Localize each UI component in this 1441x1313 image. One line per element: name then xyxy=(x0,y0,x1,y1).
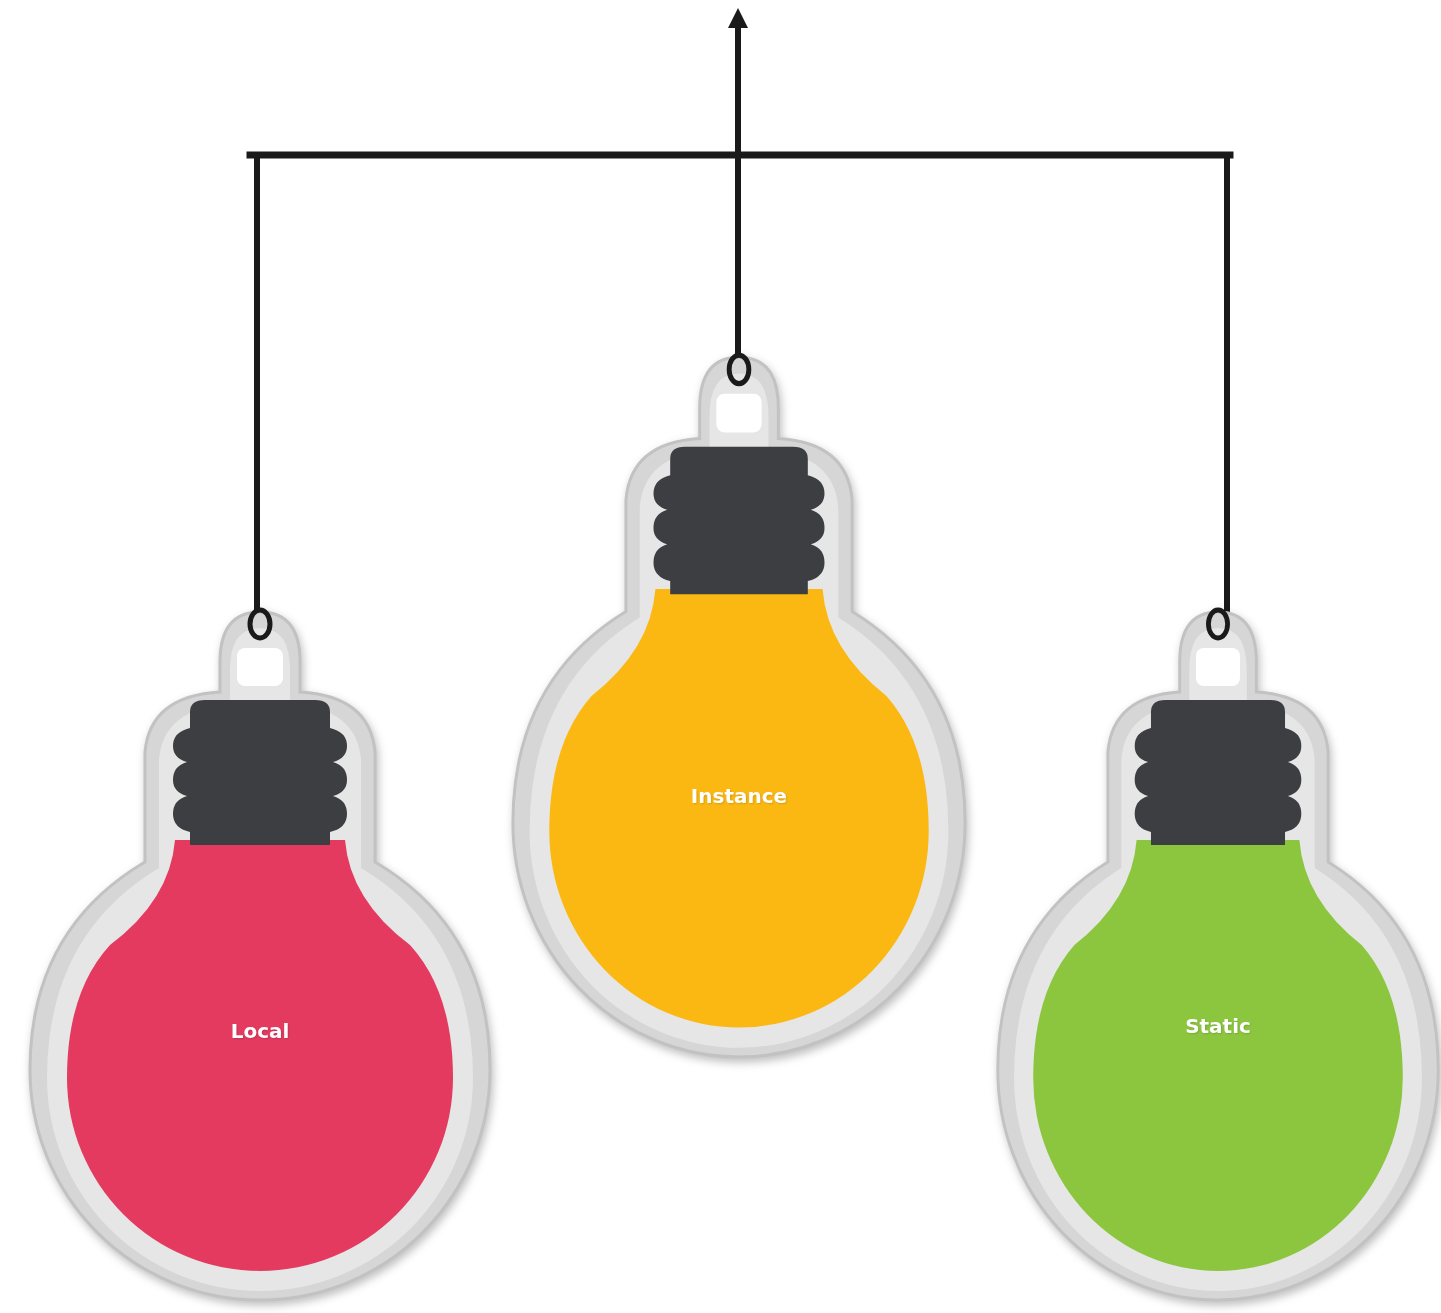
screw-base xyxy=(653,447,824,594)
sticker-outline xyxy=(998,612,1438,1300)
sticker-inner xyxy=(1014,628,1422,1291)
hook-ring xyxy=(729,355,749,383)
screw-base xyxy=(1135,700,1302,845)
bulb-glass xyxy=(549,589,928,1027)
bulb-label: Instance xyxy=(508,785,970,807)
socket-tab xyxy=(237,648,283,686)
bulb-node: Static xyxy=(993,600,1441,1300)
sticker-inner xyxy=(530,373,949,1047)
bulb-shape xyxy=(993,600,1441,1300)
bulb-shape xyxy=(508,345,970,1057)
bulb-label: Local xyxy=(25,1020,495,1042)
sticker-outline xyxy=(30,612,490,1300)
screw-base xyxy=(173,700,347,845)
bulb-glass xyxy=(1033,840,1403,1271)
hanger-wire xyxy=(254,155,260,612)
bulb-glass xyxy=(67,840,453,1271)
hanger-wire xyxy=(735,155,741,355)
bulb-node: Local xyxy=(25,600,495,1300)
bulb-label: Static xyxy=(993,1015,1441,1037)
sticker-outline xyxy=(513,357,965,1057)
hanger-wire xyxy=(1224,155,1230,612)
hanger-stem xyxy=(735,22,741,155)
arrow-head xyxy=(728,8,748,28)
socket-tab xyxy=(1196,648,1240,686)
sticker-inner xyxy=(47,628,473,1291)
bulb-node: Instance xyxy=(508,345,970,1057)
socket-tab xyxy=(716,394,761,433)
hook-ring xyxy=(1208,610,1227,638)
hook-ring xyxy=(250,610,270,638)
bulb-shape xyxy=(25,600,495,1300)
